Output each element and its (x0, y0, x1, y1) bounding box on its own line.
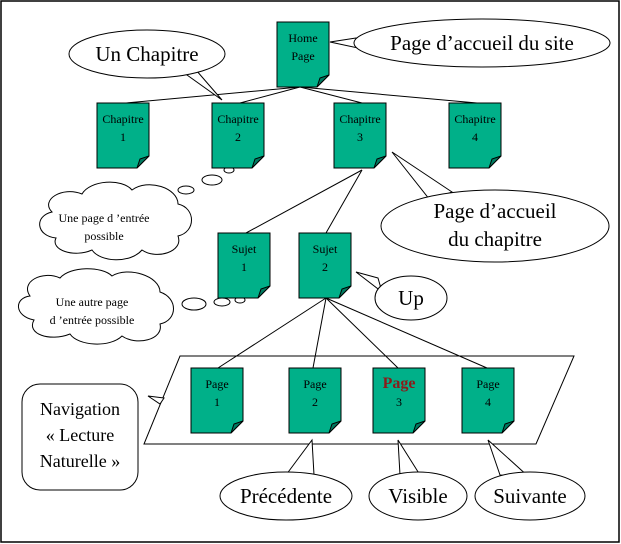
pointer-up (355, 271, 383, 294)
doc-label-chapter2-1: Chapitre (217, 112, 258, 126)
doc-node-chapter4: Chapitre 4 (448, 102, 502, 169)
callout-home-page (353, 18, 611, 68)
callout-next (474, 471, 586, 521)
document-nodes: HomePageChapitre1Chapitre2Chapitre3Chapi… (96, 21, 515, 434)
doc-fold (488, 155, 502, 169)
pointer-previous (285, 438, 315, 476)
callout-chapter-home-text-1: Page d’accueil (433, 199, 556, 223)
pointer-navigation (147, 395, 165, 405)
callout-chapter-home-text-2: du chapitre (448, 227, 542, 251)
cloud-other-entry-possible (18, 268, 246, 345)
navigation-text-3: Naturelle » (40, 451, 120, 471)
doc-node-page2: Page 2 (288, 367, 342, 434)
doc-label-page1-2: 1 (214, 395, 220, 409)
doc-node-subject2: Sujet 2 (298, 232, 352, 299)
doc-label-chapter3-2: 3 (357, 130, 363, 144)
doc-node-chapter1: Chapitre 1 (96, 102, 150, 169)
link-chapter3-subject1 (245, 169, 363, 234)
doc-label-subject2-1: Sujet (313, 242, 338, 256)
pointer-visible (397, 439, 421, 476)
cloud-entry-line-2: possible (84, 229, 123, 243)
doc-label-chapter1-2: 1 (120, 130, 126, 144)
callout-up (374, 275, 448, 321)
doc-fold (257, 285, 271, 299)
doc-label-chapter2-2: 2 (235, 130, 241, 144)
doc-node-page4: Page 4 (461, 367, 515, 434)
callout-next-text: Suivante (493, 484, 567, 508)
callout-visible (368, 471, 468, 521)
doc-fold (328, 420, 342, 434)
link-home-chapter3 (299, 86, 363, 104)
doc-fold (316, 74, 330, 88)
doc-label-page2-1: Page (303, 377, 326, 391)
doc-label-subject1-1: Sujet (232, 242, 257, 256)
doc-label-page2-2: 2 (312, 395, 318, 409)
link-home-chapter2 (239, 86, 301, 104)
cloud-other-entry-line-2: d ’entrée possible (50, 313, 135, 327)
cloud-entry-line-1: Une page d ’entrée (59, 211, 150, 225)
doc-fold (230, 420, 244, 434)
callout-chapter-home (380, 189, 610, 263)
doc-label-page3-1: Page (383, 375, 416, 392)
doc-fold (501, 420, 515, 434)
navigation-text-1: Navigation (40, 399, 120, 419)
callout-one-chapter-text: Un Chapitre (95, 42, 198, 66)
navigation-text-2: « Lecture (46, 425, 114, 445)
doc-label-page3-2: 3 (396, 395, 402, 409)
link-subject2-page4 (325, 297, 488, 369)
link-subject2-page1 (217, 297, 327, 369)
doc-label-page1-1: Page (205, 377, 228, 391)
link-chapter3-subject2 (325, 169, 363, 234)
doc-fold (338, 285, 352, 299)
doc-node-chapter2: Chapitre 2 (211, 102, 265, 169)
doc-label-subject2-2: 2 (322, 260, 328, 274)
doc-node-chapter3: Chapitre 3 (333, 102, 387, 169)
callout-previous (219, 471, 353, 521)
callout-visible-text: Visible (388, 484, 447, 508)
cloud-other-entry-line-1: Une autre page (56, 295, 129, 309)
callout-home-page-text: Page d’accueil du site (390, 31, 574, 55)
callout-up-text: Up (398, 286, 424, 310)
pointer-chapter-home (391, 151, 454, 201)
doc-label-subject1-2: 1 (241, 260, 247, 274)
doc-fold (412, 420, 426, 434)
doc-label-page4-2: 4 (485, 395, 491, 409)
doc-label-home-2: Page (291, 49, 314, 63)
navigation-callout (21, 383, 139, 491)
doc-label-chapter4-1: Chapitre (454, 112, 495, 126)
doc-label-page4-1: Page (476, 377, 499, 391)
doc-label-chapter1-1: Chapitre (102, 112, 143, 126)
callout-previous-text: Précédente (240, 484, 332, 508)
link-home-chapter1 (125, 86, 301, 104)
link-subject2-page3 (325, 297, 399, 369)
connectors (125, 86, 488, 369)
cloud-entry-possible (39, 166, 235, 261)
doc-fold (373, 155, 387, 169)
link-home-chapter4 (299, 86, 478, 104)
doc-node-subject1: Sujet 1 (217, 232, 271, 299)
doc-node-page3: Page 3 (372, 367, 426, 434)
doc-label-chapter3-1: Chapitre (339, 112, 380, 126)
link-subject2-page2 (312, 297, 327, 369)
callout-one-chapter (68, 29, 226, 79)
doc-fold (251, 155, 265, 169)
doc-label-chapter4-2: 4 (472, 130, 478, 144)
callout-pointers (147, 37, 532, 479)
doc-node-page1: Page 1 (190, 367, 244, 434)
doc-fold (136, 155, 150, 169)
doc-label-home-1: Home (288, 31, 317, 45)
navigation-area (143, 355, 575, 445)
